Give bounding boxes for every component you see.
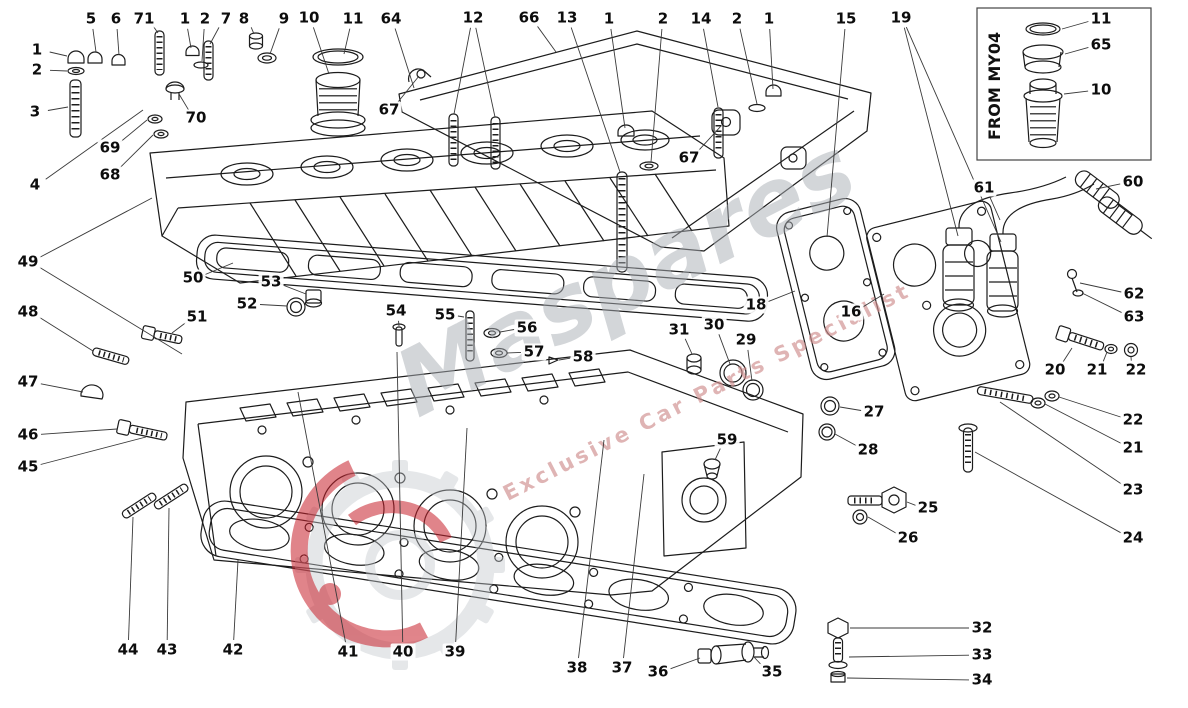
leader-line-38 [578,439,605,659]
leader-line-47 [40,383,84,393]
leader-lines [38,21,1132,681]
leader-line-48 [38,316,94,352]
leader-line-24 [974,451,1122,534]
leader-line-50 [205,262,234,275]
leader-line-15 [826,28,846,238]
leader-line-9 [269,28,280,55]
leader-line-43 [166,507,170,641]
leader-line-67 [697,125,722,152]
leader-line-2 [739,28,758,105]
leader-line-22 [1058,396,1121,418]
leader-line-25 [906,501,916,506]
leader-line-36 [670,657,701,670]
leader-line-6 [116,28,120,56]
hardware-left-art [80,325,189,519]
leader-line-65 [1064,46,1089,55]
leader-line-42 [233,559,239,641]
side-gasket-art [776,197,896,381]
inset-box: FROM MY04 [976,7,1152,161]
leader-line-21 [1044,403,1122,444]
leader-line-19 [903,27,959,237]
leader-line-2 [201,28,205,62]
side-plate-art [866,200,1031,402]
leader-line-11 [343,28,351,55]
leader-line-67 [397,75,420,103]
leader-line-33 [848,654,970,658]
leader-line-69 [120,119,148,143]
leader-line-23 [999,401,1123,485]
leader-line-26 [867,516,897,534]
leader-line-51 [171,322,187,334]
leader-line-14 [703,28,719,108]
leader-line-57 [506,351,522,354]
leader-line-19 [905,26,1002,243]
leader-line-2 [650,28,663,163]
head-gasket-art [200,500,797,645]
leader-line-55 [457,315,465,318]
leader-line-8 [250,27,255,35]
leader-line-27 [839,406,862,411]
leader-line-46 [40,428,118,435]
leader-line-5 [92,28,97,53]
inset-oil-cap-art [1022,22,1064,149]
leader-line-10 [1063,90,1089,95]
leader-line-49 [38,266,183,355]
leader-line-31 [684,338,693,355]
leader-line-13 [570,27,621,173]
leader-line-2 [49,69,68,72]
leader-line-66 [536,25,557,53]
leader-line-21 [1102,351,1108,362]
leader-line-10 [312,27,330,75]
leader-line-30 [718,334,731,365]
oil-filler-neck-art [310,48,366,137]
leader-line-70 [178,93,189,111]
inset-title: FROM MY04 [985,32,1004,140]
leader-line-56 [499,329,515,333]
leader-line-40 [396,351,404,643]
leader-line-60 [1095,183,1121,190]
leader-line-35 [753,656,763,666]
leader-line-44 [128,516,134,641]
leader-line-53 [283,284,307,295]
leader-line-54 [398,320,400,327]
leader-line-62 [1079,282,1122,293]
leader-line-39 [455,427,468,643]
leader-line-63 [1081,292,1123,314]
leader-line-58 [558,357,571,361]
leader-line-41 [297,391,346,643]
leader-line-16 [862,293,885,308]
leader-line-1 [49,51,68,57]
watermark-brand-text: Maspares [379,116,872,438]
leader-line-37 [623,473,645,659]
leader-line-61 [989,196,1001,221]
leader-line-29 [747,349,753,382]
stud-13-art [616,124,659,273]
ignition-coils-art [942,170,1153,318]
leader-line-12 [453,27,471,115]
valve-cover-art [149,110,730,284]
leader-line-45 [40,436,147,465]
leader-line-34 [846,677,970,681]
studs-12-art [448,113,501,170]
leader-line-3 [47,106,69,111]
leader-line-20 [1062,347,1073,363]
leader-line-11 [1061,21,1089,30]
leader-line-4 [45,109,144,180]
leader-line-12 [475,27,496,118]
upper-cover-art [398,30,872,252]
leader-line-28 [834,433,857,446]
leader-line-64 [394,28,415,89]
leader-line-7 [209,27,220,45]
leader-line-18 [768,290,796,303]
leader-line-1 [187,28,192,49]
leader-line-52 [259,304,288,307]
leader-line-49 [39,197,153,258]
leader-line-59 [714,448,721,461]
leader-line-1 [610,28,626,129]
hardware-right-art [818,268,1139,525]
leader-line-68 [119,134,154,169]
hardware-top-left-art [67,30,277,139]
leader-line-1 [769,28,774,90]
